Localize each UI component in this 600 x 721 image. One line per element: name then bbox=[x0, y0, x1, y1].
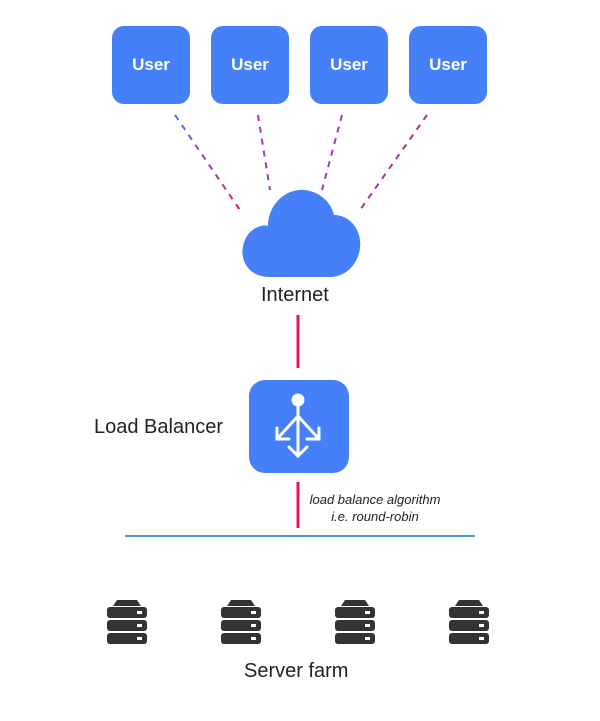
server-icon bbox=[221, 600, 261, 644]
user-node-2: User bbox=[211, 26, 289, 104]
algorithm-note: load balance algorithm i.e. round-robin bbox=[300, 491, 450, 525]
server-farm-label: Server farm bbox=[244, 660, 349, 682]
algorithm-note-line1: load balance algorithm bbox=[309, 492, 441, 507]
cloud-icon bbox=[242, 189, 361, 277]
server-icon bbox=[449, 600, 489, 644]
algorithm-note-line2: i.e. round-robin bbox=[331, 509, 419, 524]
server-icon bbox=[107, 600, 147, 644]
connection-user-1 bbox=[174, 114, 243, 214]
connection-user-2 bbox=[257, 114, 271, 191]
connection-user-3 bbox=[321, 114, 343, 191]
internet-label: Internet bbox=[261, 284, 329, 306]
server-icon bbox=[335, 600, 375, 644]
load-balancer-label: Load Balancer bbox=[94, 416, 223, 438]
connection-user-4 bbox=[359, 114, 428, 211]
user-node-3: User bbox=[310, 26, 388, 104]
user-node-4: User bbox=[409, 26, 487, 104]
user-node-1: User bbox=[112, 26, 190, 104]
load-balancer-arrows-icon bbox=[275, 393, 321, 459]
